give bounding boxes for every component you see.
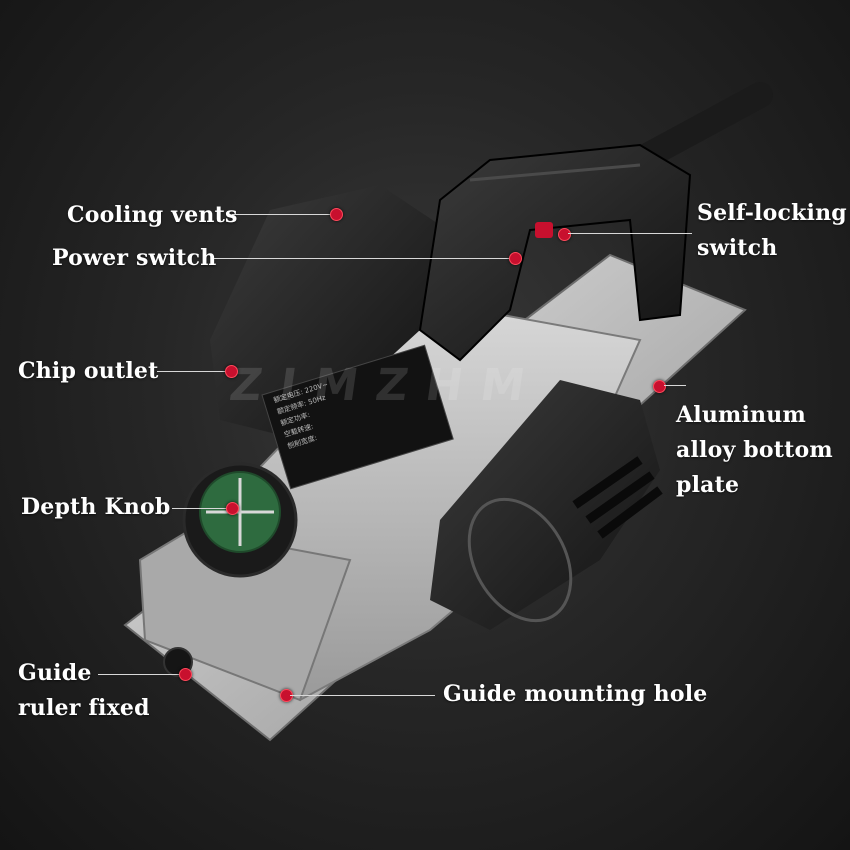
leader-line [172,508,227,509]
leader-line [214,258,510,259]
callout-line: Guide [18,660,92,686]
leader-line [290,695,435,696]
callout-cooling-vents: Cooling vents [67,202,238,228]
marker-dot [179,668,192,681]
handle-highlight [469,163,641,182]
leader-line [232,214,332,215]
callout-line: ruler fixed [18,695,150,721]
callout-line: Aluminum [676,402,806,428]
self-locking-button [535,222,553,238]
callout-line: Self-locking [697,200,847,226]
callout-line: plate [676,472,740,498]
leader-line [568,233,692,234]
marker-dot [330,208,343,221]
leader-line [664,385,686,386]
callout-power-switch: Power switch [52,245,217,271]
callout-aluminum-bottom-plate: Aluminum alloy bottom plate [676,398,833,503]
handle [418,143,692,362]
callout-self-locking-switch: Self-locking switch [697,196,847,266]
nameplate [261,344,454,490]
depth-knob [182,462,298,578]
callout-chip-outlet: Chip outlet [18,358,159,384]
front-block [138,528,352,702]
marker-dot [509,252,522,265]
end-cover [430,380,660,630]
marker-dot [558,228,571,241]
leader-line [157,371,225,372]
marker-dot [226,502,239,515]
leader-line [98,674,180,675]
marker-dot [653,380,666,393]
callout-line: switch [697,235,778,261]
callout-guide-mounting-hole: Guide mounting hole [443,681,708,707]
side-vents [572,456,663,539]
callout-guide-ruler-fixed: Guide ruler fixed [18,656,150,726]
marker-dot [225,365,238,378]
end-cover-ring [467,497,573,623]
callout-line: alloy bottom [676,437,833,463]
motor-housing [210,185,440,440]
callout-depth-knob: Depth Knob [21,494,171,520]
power-cord [627,82,773,173]
